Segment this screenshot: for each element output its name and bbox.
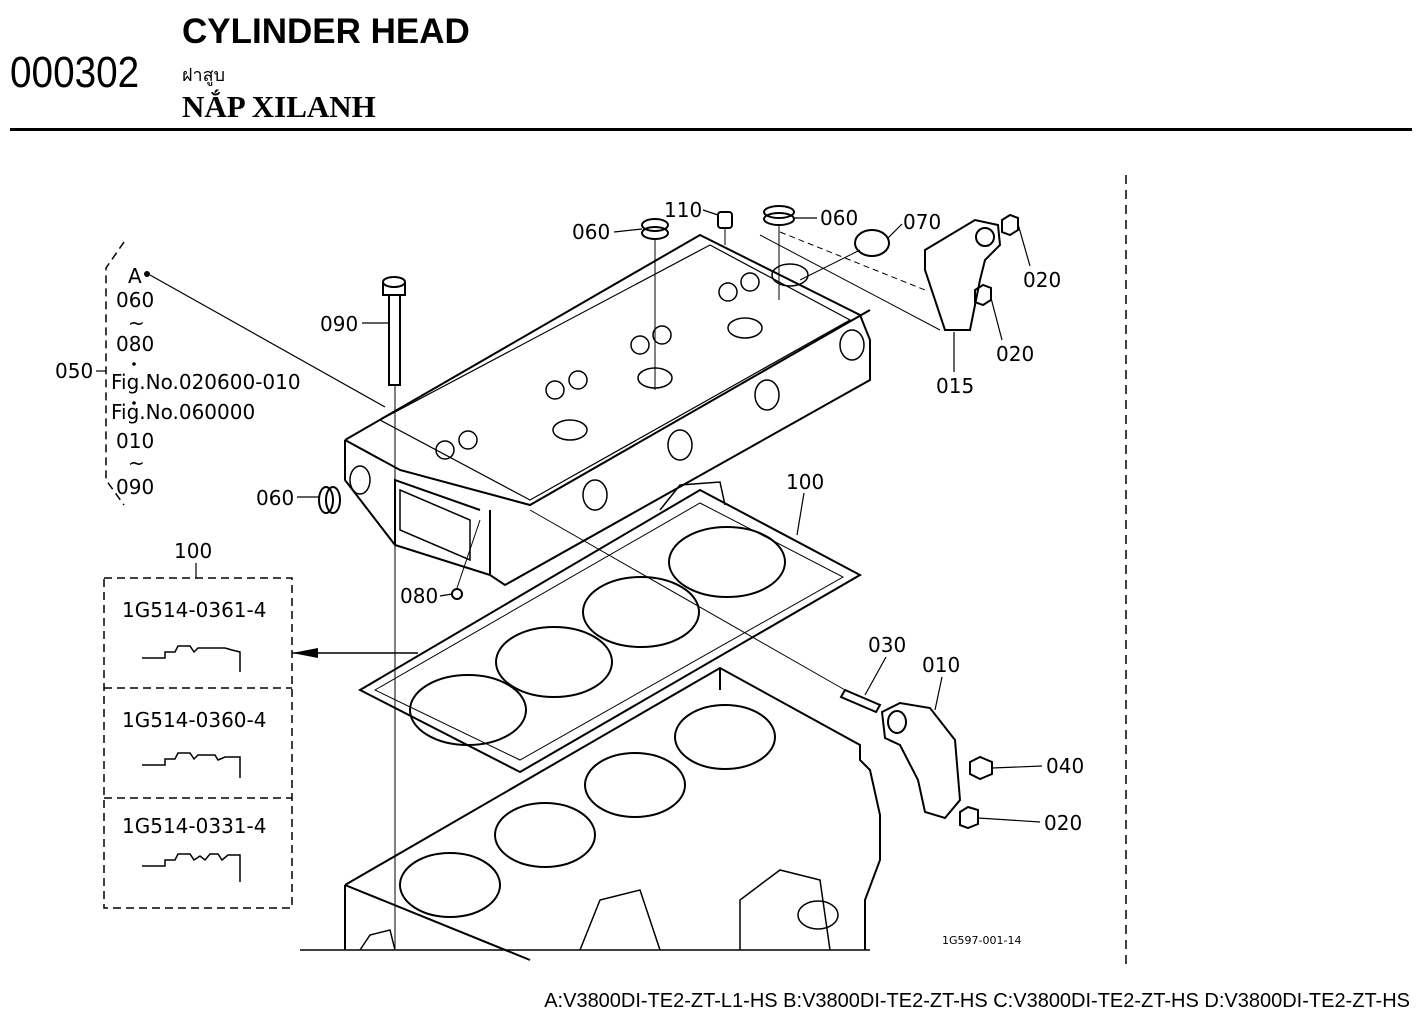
figure-id: 1G597-001-14 bbox=[942, 934, 1021, 947]
cylinder-block bbox=[300, 666, 881, 961]
page-title-thai: ฝาสูบ bbox=[182, 65, 226, 85]
gasket-profile bbox=[142, 645, 241, 672]
gasket-variants-box: 100 1G514-0361-4 1G514-0360-4 1G514-0331… bbox=[103, 539, 418, 909]
callout-060: 060 bbox=[256, 486, 294, 510]
leader-lines bbox=[297, 209, 1043, 823]
group-line: 060 bbox=[116, 288, 154, 312]
page-title-vietnamese: NẮP XILANH bbox=[182, 89, 376, 124]
header-divider bbox=[10, 128, 1412, 131]
variant-part-number: 1G514-0331-4 bbox=[122, 814, 266, 838]
callout-040: 040 bbox=[1046, 754, 1084, 778]
group-line: Fig.No.060000 bbox=[111, 400, 255, 424]
arrow-head bbox=[292, 648, 318, 658]
callout-020: 020 bbox=[1023, 268, 1061, 292]
variant-part-number: 1G514-0361-4 bbox=[122, 598, 266, 622]
bolt-020-upper bbox=[1001, 213, 1019, 237]
group-line: 090 bbox=[116, 475, 154, 499]
variants-label: 100 bbox=[174, 539, 212, 563]
variant-part-number: 1G514-0360-4 bbox=[122, 708, 266, 732]
model-applicability-footer: A:V3800DI-TE2-ZT-L1-HS B:V3800DI-TE2-ZT-… bbox=[544, 990, 1410, 1012]
bolt-020-lower bbox=[959, 805, 979, 830]
gasket-profile bbox=[142, 752, 241, 778]
callout-060: 060 bbox=[572, 220, 610, 244]
group-line: 080 bbox=[116, 332, 154, 356]
plug-110 bbox=[717, 211, 733, 245]
bracket-010 bbox=[880, 701, 962, 820]
callout-060: 060 bbox=[820, 206, 858, 230]
callout-020: 020 bbox=[996, 342, 1034, 366]
callout-030: 030 bbox=[868, 633, 906, 657]
seal-060-left bbox=[318, 486, 341, 514]
bracket-015 bbox=[759, 218, 1002, 331]
callout-100: 100 bbox=[786, 470, 824, 494]
gasket-profile bbox=[142, 853, 241, 882]
group-line: 010 bbox=[116, 429, 154, 453]
group-label: 050 bbox=[55, 359, 93, 383]
cap-070 bbox=[799, 229, 890, 281]
seal-060-top-left bbox=[641, 218, 669, 390]
reference-dot bbox=[144, 271, 150, 277]
cylinder-head bbox=[344, 233, 871, 587]
seal-060-top-right bbox=[763, 205, 795, 300]
callout-090: 090 bbox=[320, 312, 358, 336]
exploded-parts-diagram: 050 A 060 ~ 080 Fig.No.020600-010 Fig.No… bbox=[55, 175, 1127, 970]
page-code: 000302 bbox=[10, 48, 140, 97]
page-title: CYLINDER HEAD bbox=[182, 12, 470, 51]
callout-070: 070 bbox=[903, 210, 941, 234]
callout-020: 020 bbox=[1044, 811, 1082, 835]
plug-080 bbox=[451, 519, 481, 600]
group-line: Fig.No.020600-010 bbox=[111, 370, 301, 394]
callout-015: 015 bbox=[936, 374, 974, 398]
callout-010: 010 bbox=[922, 653, 960, 677]
group-line: ~ bbox=[128, 451, 145, 475]
bolt-090 bbox=[382, 276, 406, 950]
head-gasket bbox=[357, 481, 863, 774]
callout-110: 110 bbox=[664, 198, 702, 222]
stud-030 bbox=[529, 509, 882, 714]
group-line: ~ bbox=[128, 311, 145, 335]
callout-080: 080 bbox=[400, 584, 438, 608]
nut-040 bbox=[969, 755, 993, 781]
group-line: A bbox=[128, 264, 142, 288]
bracket-group: 050 A 060 ~ 080 Fig.No.020600-010 Fig.No… bbox=[55, 241, 386, 506]
